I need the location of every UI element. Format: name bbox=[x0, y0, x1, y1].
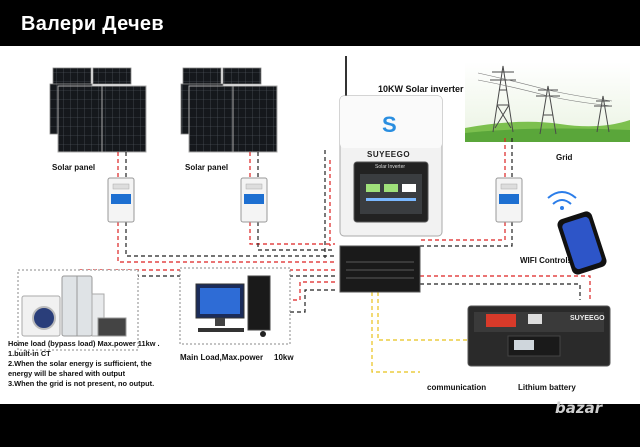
inverter-logo: S bbox=[382, 112, 397, 137]
watermark-logo: bazar bbox=[555, 399, 603, 417]
grid-illustration bbox=[465, 62, 630, 142]
home-appliances bbox=[17, 269, 139, 351]
note-line: 1.built-in CT bbox=[8, 349, 51, 358]
lithium-battery bbox=[467, 305, 611, 367]
main-load-label: Main Load,Max.power bbox=[180, 353, 264, 362]
wifi-phone bbox=[547, 191, 607, 275]
home-load-label: Home load (bypass load) Max.power 11kw . bbox=[8, 339, 160, 348]
inverter-label: 10KW Solar inverter bbox=[378, 84, 464, 94]
breaker-grid bbox=[495, 177, 523, 223]
header-bar: Валери Дечев bbox=[0, 0, 640, 46]
battery-label: Lithium battery bbox=[518, 383, 576, 392]
home-load-notes: 1.built-in CT 2.When the solar energy is… bbox=[8, 349, 154, 389]
communication-label: communication bbox=[427, 383, 487, 392]
breaker-solar-1 bbox=[107, 177, 135, 223]
solar-inverter bbox=[339, 56, 443, 237]
main-load-power: 10kw bbox=[274, 353, 294, 362]
battery-brand: SUYEEGO bbox=[570, 315, 605, 322]
solar-panel-label-1: Solar panel bbox=[52, 163, 96, 172]
inverter-base-unit bbox=[339, 245, 421, 293]
solar-panel-group-2 bbox=[180, 67, 278, 153]
solar-panel-group-1 bbox=[49, 67, 147, 153]
breaker-solar-2 bbox=[240, 177, 268, 223]
note-line: 2.When the solar energy is sufficient, t… bbox=[8, 359, 152, 368]
page-title: Валери Дечев bbox=[21, 13, 164, 35]
inverter-screen-title: Solar Inverter bbox=[375, 164, 406, 170]
inverter-brand: SUYEEGO bbox=[367, 150, 411, 159]
wifi-controls-label: WIFI Controls bbox=[520, 256, 572, 265]
grid-label: Grid bbox=[556, 153, 573, 162]
solar-panel-label-2: Solar panel bbox=[185, 163, 229, 172]
note-line: 3.When the grid is not present, no outpu… bbox=[8, 379, 155, 388]
note-line: energy will be shared with output bbox=[8, 369, 126, 378]
computer-main-load bbox=[179, 267, 291, 345]
